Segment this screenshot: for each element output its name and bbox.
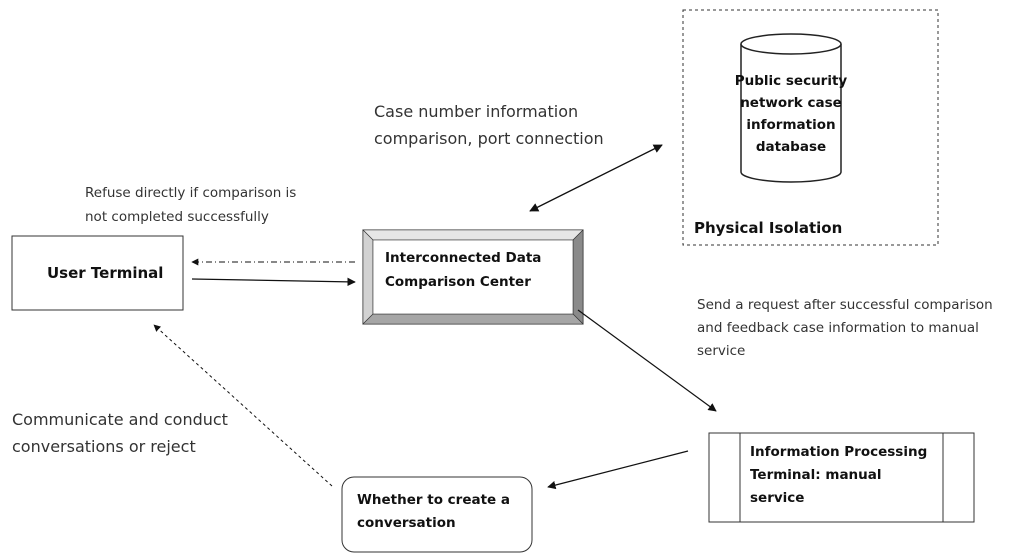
processing-terminal-node: Information Processing Terminal: manual … <box>708 432 975 523</box>
processing-terminal-line-3: service <box>750 490 804 506</box>
edge-to-conversation <box>547 450 689 490</box>
database-node: Public security network case information… <box>735 33 848 183</box>
create-conversation-line-1: Whether to create a <box>357 492 510 508</box>
physical-isolation-boundary <box>682 9 939 246</box>
physical-isolation-label: Physical Isolation <box>694 219 842 237</box>
refuse-label-line-2: not completed successfully <box>85 209 269 225</box>
send-request-label-line-1: Send a request after successful comparis… <box>697 297 993 313</box>
database-line-1: Public security <box>735 73 848 89</box>
edge-request <box>191 277 356 287</box>
database-line-2: network case <box>740 95 842 111</box>
port-connection-label-line-2: comparison, port connection <box>374 129 604 148</box>
edge-port-connection <box>529 144 663 212</box>
comparison-center-node: Interconnected Data Comparison Center <box>362 229 584 325</box>
database-line-3: information <box>746 117 835 133</box>
processing-terminal-line-2: Terminal: manual <box>750 467 882 483</box>
refuse-label-line-1: Refuse directly if comparison is <box>85 185 296 201</box>
database-line-4: database <box>756 139 826 155</box>
send-request-label-line-2: and feedback case information to manual <box>697 320 979 336</box>
create-conversation-line-2: conversation <box>357 515 456 531</box>
send-request-label-line-3: service <box>697 343 745 359</box>
user-terminal-node: User Terminal <box>11 235 184 311</box>
processing-terminal-line-1: Information Processing <box>750 444 927 460</box>
comparison-center-line-1: Interconnected Data <box>385 250 541 266</box>
user-terminal-label: User Terminal <box>47 264 163 282</box>
edge-communicate <box>153 324 333 487</box>
create-conversation-node: Whether to create a conversation <box>341 476 533 553</box>
edge-send-request <box>577 309 717 412</box>
port-connection-label-line-1: Case number information <box>374 102 578 121</box>
comparison-center-line-2: Comparison Center <box>385 274 531 290</box>
communicate-label-line-2: conversations or reject <box>12 437 196 456</box>
communicate-label-line-1: Communicate and conduct <box>12 410 228 429</box>
